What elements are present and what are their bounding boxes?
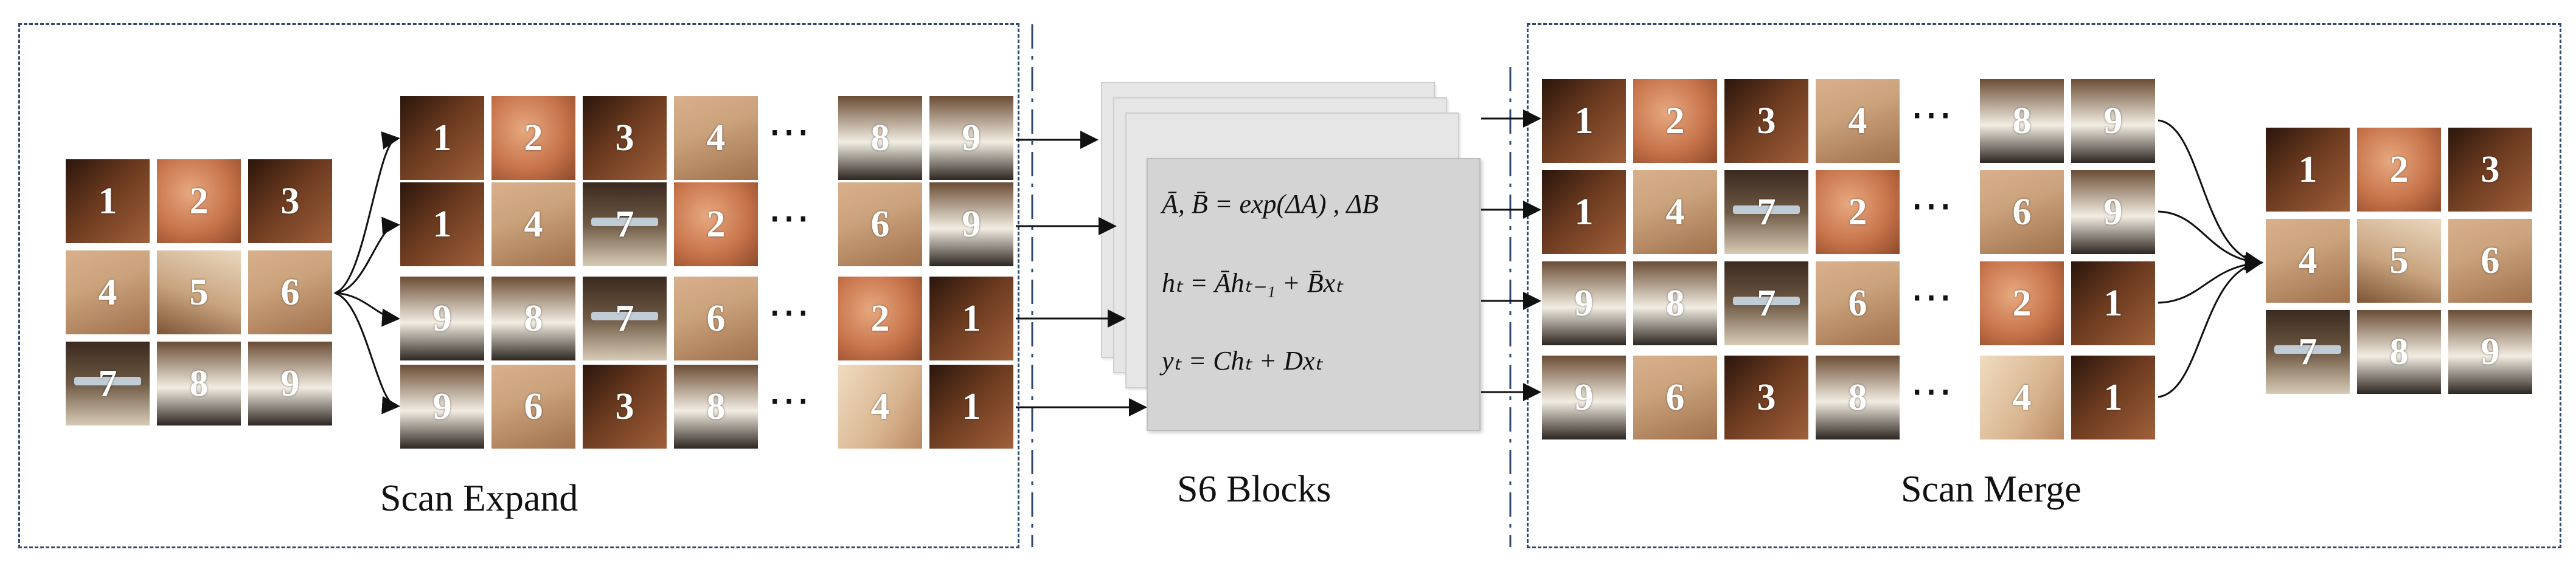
input-tile: 4	[66, 250, 150, 334]
merge-tile: 2	[1816, 170, 1900, 254]
expand-tile: 8	[838, 96, 922, 180]
merge-tile: 6	[1816, 261, 1900, 345]
input-tile: 3	[248, 159, 332, 243]
split-arrow	[334, 216, 400, 294]
expand-tile: 2	[491, 96, 575, 180]
merge-tile: 6	[1980, 170, 2064, 254]
merge-tile: 2	[1633, 79, 1717, 163]
expand-tile: 6	[491, 365, 575, 449]
expand-tile: 4	[491, 182, 575, 266]
s6-blocks-label: S6 Blocks	[1177, 469, 1331, 510]
expand-tile: 8	[491, 277, 575, 360]
merge-tile: 9	[1542, 261, 1626, 345]
merge-arrow	[2158, 255, 2263, 304]
ellipsis: ⋯	[1910, 368, 1956, 415]
merge-tile: 6	[1633, 356, 1717, 439]
merge-tile: 1	[1542, 79, 1626, 163]
expand-tile: 9	[929, 182, 1013, 266]
expand-tile: 2	[674, 182, 758, 266]
merge-tile: 4	[1980, 356, 2064, 439]
scan-expand-panel	[18, 23, 1019, 548]
expand-tile: 1	[929, 277, 1013, 360]
merge-tile: 4	[1633, 170, 1717, 254]
output-tile: 8	[2357, 310, 2441, 394]
output-tile: 7	[2266, 310, 2350, 394]
input-tile: 5	[157, 250, 241, 334]
input-tile: 1	[66, 159, 150, 243]
ellipsis: ⋯	[1910, 274, 1956, 321]
expand-tile: 8	[674, 365, 758, 449]
merge-tile: 9	[2071, 170, 2155, 254]
merge-tile: 1	[1542, 170, 1626, 254]
ellipsis: ⋯	[768, 195, 814, 242]
expand-tile: 3	[583, 365, 667, 449]
ellipsis: ⋯	[1910, 92, 1956, 139]
merge-tile: 8	[1816, 356, 1900, 439]
expand-tile: 9	[400, 365, 484, 449]
expand-tile: 9	[400, 277, 484, 360]
output-tile: 2	[2357, 128, 2441, 212]
expand-tile: 1	[400, 182, 484, 266]
input-tile: 9	[248, 342, 332, 426]
merge-tile: 4	[1816, 79, 1900, 163]
output-tile: 6	[2448, 219, 2532, 303]
equation-state: hₜ = Āhₜ₋₁ + B̄xₜ	[1162, 268, 1344, 298]
merge-tile: 8	[1633, 261, 1717, 345]
expand-tile: 6	[674, 277, 758, 360]
ellipsis: ⋯	[768, 377, 814, 424]
expand-tile: 2	[838, 277, 922, 360]
equation-discretize: Ā, B̄ = exp(ΔA) , ΔB	[1162, 189, 1379, 219]
split-arrow	[334, 131, 400, 294]
output-tile: 9	[2448, 310, 2532, 394]
merge-tile: 1	[2071, 356, 2155, 439]
merge-tile: 1	[2071, 261, 2155, 345]
s6-block-front	[1147, 158, 1481, 431]
expand-tile: 4	[838, 365, 922, 449]
split-arrow	[334, 292, 400, 327]
scan-expand-label: Scan Expand	[380, 478, 578, 519]
output-tile: 4	[2266, 219, 2350, 303]
input-tile: 2	[157, 159, 241, 243]
output-tile: 3	[2448, 128, 2532, 212]
merge-tile: 3	[1724, 356, 1808, 439]
merge-tile: 9	[2071, 79, 2155, 163]
merge-tile: 7	[1724, 261, 1808, 345]
ellipsis: ⋯	[768, 109, 814, 156]
expand-tile: 3	[583, 96, 667, 180]
merge-tile: 3	[1724, 79, 1808, 163]
scan-merge-panel	[1527, 23, 2561, 548]
merge-tile: 2	[1980, 261, 2064, 345]
expand-tile: 7	[583, 182, 667, 266]
input-tile: 6	[248, 250, 332, 334]
ellipsis: ⋯	[1910, 183, 1956, 230]
expand-tile: 7	[583, 277, 667, 360]
merge-tile: 9	[1542, 356, 1626, 439]
expand-tile: 6	[838, 182, 922, 266]
merge-arrow	[2158, 119, 2263, 270]
output-tile: 1	[2266, 128, 2350, 212]
expand-tile: 1	[400, 96, 484, 180]
input-tile: 7	[66, 342, 150, 426]
expand-tile: 4	[674, 96, 758, 180]
output-tile: 5	[2357, 219, 2441, 303]
merge-tile: 8	[1980, 79, 2064, 163]
ellipsis: ⋯	[768, 289, 814, 336]
split-arrow	[334, 292, 400, 415]
expand-tile: 1	[929, 365, 1013, 449]
merge-arrow	[2158, 255, 2263, 398]
input-tile: 8	[157, 342, 241, 426]
merge-arrow	[2158, 210, 2263, 270]
merge-tile: 7	[1724, 170, 1808, 254]
expand-tile: 9	[929, 96, 1013, 180]
equation-output: yₜ = Chₜ + Dxₜ	[1162, 346, 1323, 376]
scan-merge-label: Scan Merge	[1901, 469, 2081, 510]
